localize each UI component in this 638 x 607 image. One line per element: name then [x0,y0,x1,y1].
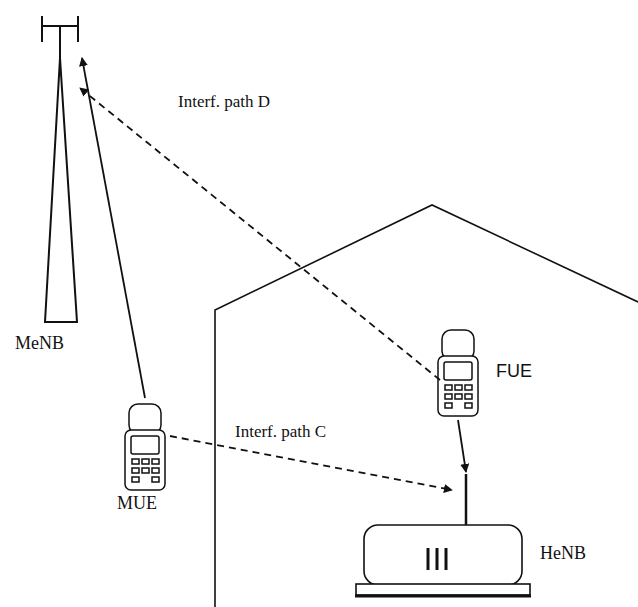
femto-user: FUE [432,326,550,422]
path-label: Interf. path C [233,423,328,442]
antenna-mast [59,26,61,58]
phone-symbol [438,330,478,416]
home-base-station: HeNB [350,466,615,600]
phone-key [132,468,139,473]
phone-key [152,459,159,464]
phone-key [152,477,159,482]
base-station: MeNB [12,12,112,368]
device-label: FUE [496,362,532,382]
antenna-bar [77,16,79,42]
phone-key [142,468,149,473]
phone-key [132,459,139,464]
interference-path [170,436,452,490]
phone-screen [444,362,472,380]
antenna-bar [41,16,43,42]
path-label: Interf. path D [176,93,272,112]
phone-key [465,394,472,399]
router-base-line [355,595,531,598]
phone-key [465,385,472,390]
phone-key [445,394,452,399]
device-label: HeNB [540,544,586,564]
router-led [436,548,439,570]
phone-key [132,477,139,482]
macro-user: MUE [112,398,176,524]
tower-mast [45,58,77,322]
tower-symbol [42,16,78,322]
router-symbol [355,474,531,596]
phone-key [142,459,149,464]
signal-link [82,58,145,398]
phone-screen [131,436,159,454]
phone-key [455,385,462,390]
phone-key [445,403,452,408]
signal-link [458,420,466,472]
router-base [356,584,530,595]
phone-symbol [125,404,165,490]
device-label: MUE [117,494,157,514]
router-led [427,548,430,570]
router-led [445,548,448,570]
router-body [364,525,522,585]
phone-key [455,394,462,399]
phone-key [465,403,472,408]
phone-body [438,356,478,416]
device-label: MeNB [15,334,64,354]
phone-key [152,468,159,473]
phone-key [445,385,452,390]
phone-body [125,430,165,490]
router-antenna [465,474,468,526]
interference-path [80,88,440,380]
house-outline [215,205,638,607]
